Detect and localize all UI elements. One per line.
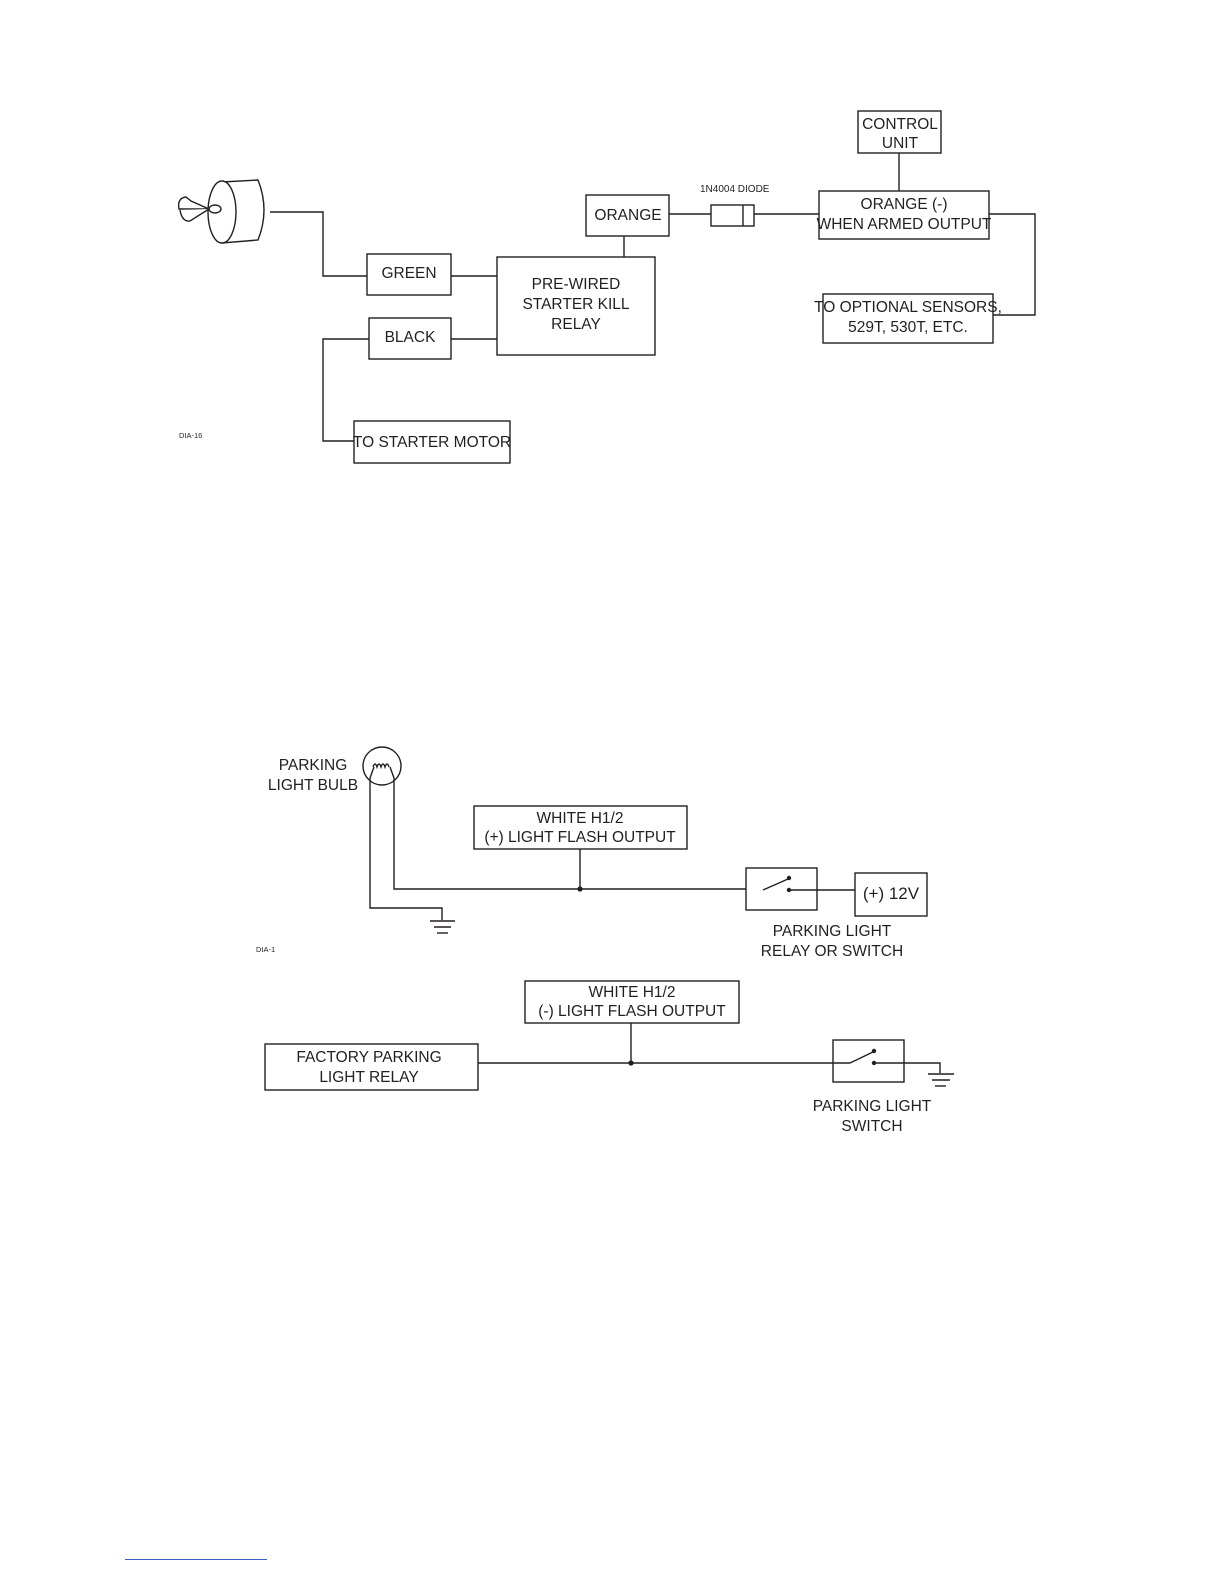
diode-icon bbox=[710, 204, 755, 227]
svg-text:UNIT: UNIT bbox=[882, 135, 919, 152]
footer-rule bbox=[125, 1559, 267, 1560]
wire-bulb-ground bbox=[369, 766, 443, 920]
control-unit-box: CONTROL UNIT bbox=[857, 110, 942, 154]
green-wire-box: GREEN bbox=[366, 253, 452, 296]
svg-text:ORANGE (-): ORANGE (-) bbox=[861, 196, 948, 213]
svg-text:(+) 12V: (+) 12V bbox=[863, 884, 920, 903]
svg-text:(+) LIGHT FLASH OUTPUT: (+) LIGHT FLASH OUTPUT bbox=[484, 829, 676, 846]
switch-label-line1: PARKING LIGHT bbox=[813, 1098, 932, 1115]
wire-switch-ground bbox=[904, 1062, 941, 1073]
bulb-label-line1: PARKING bbox=[279, 757, 348, 774]
svg-text:CONTROL: CONTROL bbox=[862, 116, 938, 133]
svg-text:WHEN ARMED OUTPUT: WHEN ARMED OUTPUT bbox=[817, 216, 992, 233]
svg-text:RELAY: RELAY bbox=[551, 316, 601, 333]
starter-motor-box: TO STARTER MOTOR bbox=[353, 420, 511, 464]
starter-kill-relay-box: PRE-WIRED STARTER KILL RELAY bbox=[496, 256, 656, 356]
wire-bulb-output bbox=[389, 766, 746, 890]
switch-label-line2: SWITCH bbox=[841, 1118, 902, 1135]
svg-text:(-) LIGHT FLASH OUTPUT: (-) LIGHT FLASH OUTPUT bbox=[538, 1003, 726, 1020]
svg-text:ORANGE: ORANGE bbox=[594, 207, 661, 224]
ground-icon bbox=[928, 1073, 954, 1087]
switch-label-line2: RELAY OR SWITCH bbox=[761, 943, 903, 960]
diode-label: 1N4004 DIODE bbox=[700, 184, 770, 195]
diagram-code: DIA-16 bbox=[179, 431, 202, 440]
switch-icon bbox=[832, 1039, 905, 1083]
wire-ignition-green bbox=[270, 211, 367, 277]
ignition-key-icon bbox=[177, 179, 265, 244]
white-positive-output-box: WHITE H1/2 (+) LIGHT FLASH OUTPUT bbox=[473, 805, 688, 850]
switch-label-line1: PARKING LIGHT bbox=[773, 923, 892, 940]
black-wire-box: BLACK bbox=[368, 317, 452, 360]
svg-text:LIGHT RELAY: LIGHT RELAY bbox=[319, 1069, 418, 1086]
wire-black-starter bbox=[322, 338, 369, 442]
white-negative-output-box: WHITE H1/2 (-) LIGHT FLASH OUTPUT bbox=[524, 980, 740, 1024]
ground-icon bbox=[430, 920, 455, 934]
diagram-code: DIA-1 bbox=[256, 945, 275, 954]
negative-light-flash-diagram: FACTORY PARKING LIGHT RELAY WHITE H1/2 (… bbox=[264, 980, 954, 1135]
orange-armed-output-box: ORANGE (-) WHEN ARMED OUTPUT bbox=[817, 190, 992, 240]
switch-icon bbox=[745, 867, 818, 911]
svg-text:FACTORY PARKING: FACTORY PARKING bbox=[296, 1049, 441, 1066]
plus-12v-box: (+) 12V bbox=[854, 872, 928, 917]
positive-light-flash-diagram: PARKING LIGHT BULB WHITE H1/2 (+) LIGHT … bbox=[256, 746, 928, 960]
svg-text:BLACK: BLACK bbox=[385, 329, 436, 346]
junction-dot bbox=[628, 1060, 634, 1066]
svg-text:PRE-WIRED: PRE-WIRED bbox=[532, 276, 621, 293]
wire-output-sensors bbox=[989, 213, 1036, 316]
svg-text:WHITE H1/2: WHITE H1/2 bbox=[537, 810, 624, 827]
junction-dot bbox=[577, 886, 583, 892]
svg-text:TO STARTER MOTOR: TO STARTER MOTOR bbox=[353, 434, 511, 451]
svg-text:STARTER KILL: STARTER KILL bbox=[522, 296, 629, 313]
starter-kill-diagram: 1N4004 DIODE CONTROL UNIT ORANGE ORANGE … bbox=[177, 110, 1036, 464]
optional-sensors-box: TO OPTIONAL SENSORS, 529T, 530T, ETC. bbox=[814, 293, 1002, 344]
svg-text:TO OPTIONAL SENSORS,: TO OPTIONAL SENSORS, bbox=[814, 299, 1002, 316]
bulb-label-line2: LIGHT BULB bbox=[268, 777, 358, 794]
light-bulb-icon bbox=[362, 746, 402, 786]
svg-text:WHITE H1/2: WHITE H1/2 bbox=[589, 984, 676, 1001]
orange-wire-box: ORANGE bbox=[585, 194, 670, 237]
svg-text:GREEN: GREEN bbox=[381, 265, 436, 282]
factory-parking-relay-box: FACTORY PARKING LIGHT RELAY bbox=[264, 1043, 479, 1091]
svg-text:529T, 530T, ETC.: 529T, 530T, ETC. bbox=[848, 319, 968, 336]
